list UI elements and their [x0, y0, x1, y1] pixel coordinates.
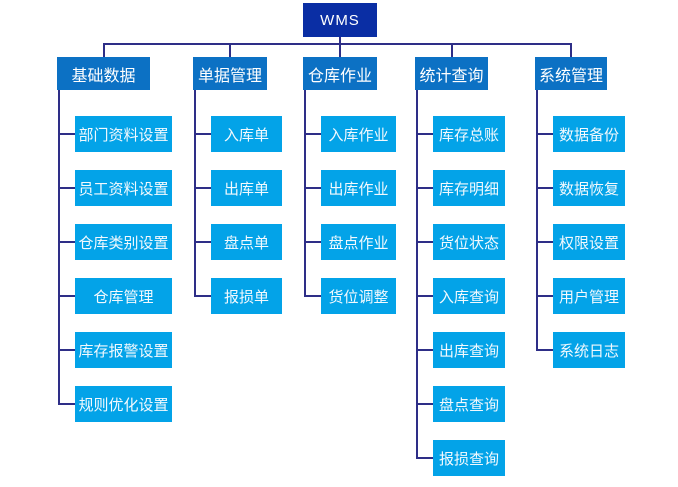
- branch-children: 部门资料设置员工资料设置仓库类别设置仓库管理库存报警设置规则优化设置: [58, 90, 172, 422]
- tree-leaf-node: 货位调整: [321, 278, 396, 314]
- tree-node-row: 盘点作业: [304, 206, 396, 260]
- branch-header: 单据管理: [193, 57, 267, 90]
- tree-leaf-node: 入库作业: [321, 116, 396, 152]
- tree-node-row: 数据恢复: [536, 152, 625, 206]
- branch-column-warehouse-ops: 仓库作业 入库作业出库作业盘点作业货位调整: [303, 57, 396, 314]
- tree-leaf-node: 盘点查询: [433, 386, 505, 422]
- tree-leaf-node: 盘点单: [211, 224, 282, 260]
- tree-node-row: 盘点查询: [416, 368, 505, 422]
- branch-children: 库存总账库存明细货位状态入库查询出库查询盘点查询报损查询: [416, 90, 505, 476]
- connector-line: [570, 43, 572, 57]
- connector-line: [450, 43, 453, 57]
- tree-node-row: 系统日志: [536, 314, 625, 368]
- branch-column-system-mgmt: 系统管理 数据备份数据恢复权限设置用户管理系统日志: [535, 57, 625, 368]
- branch-header: 统计查询: [415, 57, 488, 90]
- tree-node-row: 出库作业: [304, 152, 396, 206]
- tree-node-row: 入库查询: [416, 260, 505, 314]
- tree-leaf-node: 仓库类别设置: [75, 224, 172, 260]
- tree-leaf-node: 入库单: [211, 116, 282, 152]
- tree-node-row: 库存总账: [416, 90, 505, 152]
- tree-root-node: WMS: [303, 3, 377, 37]
- tree-node-row: 盘点单: [194, 206, 282, 260]
- tree-leaf-node: 数据恢复: [553, 170, 625, 206]
- tree-node-row: 出库查询: [416, 314, 505, 368]
- tree-leaf-node: 部门资料设置: [75, 116, 172, 152]
- tree-node-row: 出库单: [194, 152, 282, 206]
- tree-leaf-node: 库存总账: [433, 116, 505, 152]
- branch-children: 入库作业出库作业盘点作业货位调整: [304, 90, 396, 314]
- tree-leaf-node: 库存报警设置: [75, 332, 172, 368]
- tree-node-row: 仓库类别设置: [58, 206, 172, 260]
- tree-node-row: 权限设置: [536, 206, 625, 260]
- tree-leaf-node: 规则优化设置: [75, 386, 172, 422]
- tree-leaf-node: 报损查询: [433, 440, 505, 476]
- branch-column-stats-query: 统计查询 库存总账库存明细货位状态入库查询出库查询盘点查询报损查询: [415, 57, 505, 476]
- tree-node-row: 报损查询: [416, 422, 505, 476]
- tree-node-row: 仓库管理: [58, 260, 172, 314]
- tree-node-row: 员工资料设置: [58, 152, 172, 206]
- branch-header: 基础数据: [57, 57, 150, 90]
- connector-line: [102, 43, 572, 45]
- branch-children: 入库单出库单盘点单报损单: [194, 90, 282, 314]
- tree-leaf-node: 盘点作业: [321, 224, 396, 260]
- tree-node-row: 用户管理: [536, 260, 625, 314]
- tree-leaf-node: 入库查询: [433, 278, 505, 314]
- tree-leaf-node: 出库单: [211, 170, 282, 206]
- connector-line: [339, 37, 341, 45]
- branch-header: 系统管理: [535, 57, 607, 90]
- tree-node-row: 规则优化设置: [58, 368, 172, 422]
- tree-leaf-node: 用户管理: [553, 278, 625, 314]
- tree-leaf-node: 数据备份: [553, 116, 625, 152]
- tree-leaf-node: 权限设置: [553, 224, 625, 260]
- connector-line: [102, 43, 105, 57]
- tree-leaf-node: 出库查询: [433, 332, 505, 368]
- branch-children: 数据备份数据恢复权限设置用户管理系统日志: [536, 90, 625, 368]
- tree-node-row: 货位调整: [304, 260, 396, 314]
- tree-leaf-node: 系统日志: [553, 332, 625, 368]
- tree-node-row: 报损单: [194, 260, 282, 314]
- branch-column-document-mgmt: 单据管理 入库单出库单盘点单报损单: [193, 57, 282, 314]
- tree-leaf-node: 货位状态: [433, 224, 505, 260]
- branch-column-basic-data: 基础数据 部门资料设置员工资料设置仓库类别设置仓库管理库存报警设置规则优化设置: [57, 57, 172, 422]
- tree-node-row: 入库单: [194, 90, 282, 152]
- tree-node-row: 数据备份: [536, 90, 625, 152]
- tree-node-row: 库存报警设置: [58, 314, 172, 368]
- tree-leaf-node: 员工资料设置: [75, 170, 172, 206]
- tree-node-row: 部门资料设置: [58, 90, 172, 152]
- tree-node-row: 货位状态: [416, 206, 505, 260]
- connector-line: [339, 43, 341, 57]
- tree-leaf-node: 报损单: [211, 278, 282, 314]
- tree-node-row: 入库作业: [304, 90, 396, 152]
- tree-leaf-node: 出库作业: [321, 170, 396, 206]
- tree-leaf-node: 仓库管理: [75, 278, 172, 314]
- branch-header: 仓库作业: [303, 57, 377, 90]
- tree-node-row: 库存明细: [416, 152, 505, 206]
- tree-leaf-node: 库存明细: [433, 170, 505, 206]
- connector-line: [229, 43, 231, 57]
